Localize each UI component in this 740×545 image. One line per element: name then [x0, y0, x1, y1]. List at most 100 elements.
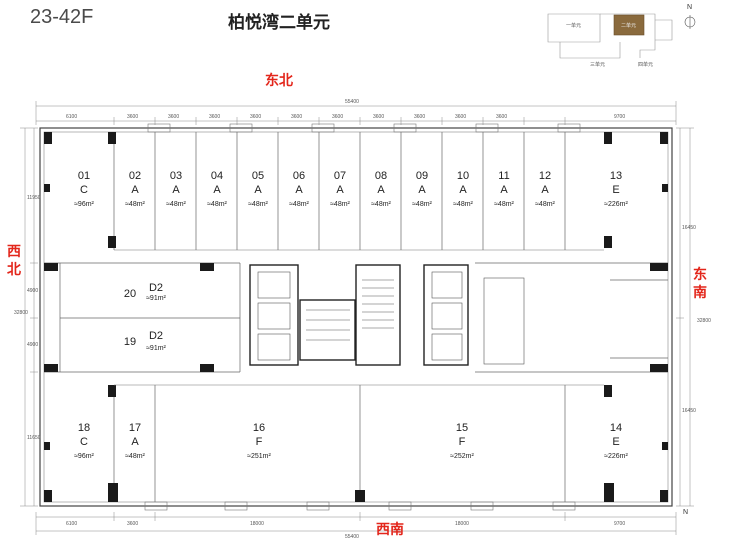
unit-area: ≈48m²	[207, 201, 227, 208]
unit-type: A	[459, 184, 467, 196]
key-plan	[547, 13, 673, 59]
top-total-dimension: 55400	[345, 99, 359, 105]
unit-area: ≈91m²	[146, 295, 166, 302]
top-dimension: 3600	[209, 114, 221, 120]
unit-area: ≈48m²	[125, 453, 145, 460]
bottom-dimension: 3600	[127, 521, 139, 527]
unit-number: 01	[77, 170, 91, 182]
left-total-dimension: 32800	[14, 310, 28, 316]
unit-area: ≈251m²	[247, 453, 271, 460]
direction-right: 东南	[693, 267, 707, 301]
unit-number: 15	[455, 422, 469, 434]
building-core	[249, 264, 469, 366]
right-dimension: 16450	[682, 408, 696, 414]
unit-type: E	[612, 436, 620, 448]
key-plan-unit2: 二单元	[621, 23, 637, 29]
unit-number: 03	[169, 170, 183, 182]
top-dimension: 3600	[496, 114, 508, 120]
left-dimension: 4900	[27, 342, 39, 348]
left-dimension: 11650	[27, 435, 41, 441]
unit-type: D2	[148, 330, 164, 342]
unit-number: 14	[609, 422, 623, 434]
unit-area: ≈91m²	[146, 345, 166, 352]
north-arrow	[684, 15, 696, 29]
unit-type: A	[131, 184, 139, 196]
unit-area: ≈252m²	[450, 453, 474, 460]
bottom-north-label: N	[683, 509, 689, 516]
building-title: 柏悦湾二单元	[228, 13, 330, 33]
top-dimension: 3600	[373, 114, 385, 120]
unit-type: A	[377, 184, 385, 196]
unit-area: ≈48m²	[248, 201, 268, 208]
bottom-row-partitions	[113, 385, 566, 502]
structural-columns	[44, 132, 668, 502]
core-details	[257, 271, 525, 365]
left-dimension: 4900	[27, 288, 39, 294]
top-row-partitions	[44, 132, 668, 373]
unit-type: A	[213, 184, 221, 196]
unit-type: A	[418, 184, 426, 196]
unit-number: 08	[374, 170, 388, 182]
right-total-dimension: 32800	[697, 318, 711, 324]
unit-area: ≈48m²	[453, 201, 473, 208]
unit-type: C	[80, 436, 88, 448]
top-dimension: 3600	[455, 114, 467, 120]
unit-number: 06	[292, 170, 306, 182]
side-dimension-lines	[20, 127, 694, 507]
bottom-dimension: 18000	[250, 521, 264, 527]
bay-windows	[144, 123, 581, 511]
top-dimension-lines	[35, 101, 677, 125]
unit-type: F	[255, 436, 263, 448]
unit-area: ≈48m²	[125, 201, 145, 208]
unit-number: 13	[609, 170, 623, 182]
top-dimension: 6100	[66, 114, 78, 120]
unit-type: A	[500, 184, 508, 196]
unit-type: A	[172, 184, 180, 196]
floor-range-label: 23-42F	[30, 6, 94, 28]
unit-type: E	[612, 184, 620, 196]
unit-number: 07	[333, 170, 347, 182]
unit-area: ≈48m²	[330, 201, 350, 208]
unit-type: D2	[148, 282, 164, 294]
top-dimension: 3600	[168, 114, 180, 120]
unit-area: ≈226m²	[604, 201, 628, 208]
unit-type: A	[131, 436, 139, 448]
unit-number: 17	[128, 422, 142, 434]
unit-number: 18	[77, 422, 91, 434]
unit-area: ≈96m²	[74, 453, 94, 460]
bottom-dimension-lines	[35, 512, 677, 535]
unit-area: ≈48m²	[289, 201, 309, 208]
top-dimension: 3600	[332, 114, 344, 120]
unit-area: ≈226m²	[604, 453, 628, 460]
unit-area: ≈48m²	[535, 201, 555, 208]
unit-area: ≈96m²	[74, 201, 94, 208]
top-dimension: 3600	[291, 114, 303, 120]
bottom-dimension: 9700	[614, 521, 626, 527]
top-dimension: 9700	[614, 114, 626, 120]
key-plan-unit1: 一单元	[566, 23, 582, 29]
unit-number: 19	[123, 336, 137, 348]
direction-left: 西北	[7, 244, 21, 278]
bottom-dimension: 18000	[455, 521, 469, 527]
unit-area: ≈48m²	[166, 201, 186, 208]
unit-type: A	[336, 184, 344, 196]
left-dimension: 11950	[27, 195, 41, 201]
key-plan-unit3: 三单元	[590, 62, 606, 68]
key-plan-unit4: 四单元	[638, 62, 654, 68]
unit-number: 12	[538, 170, 552, 182]
right-dimension: 16450	[682, 225, 696, 231]
top-dimension: 3600	[414, 114, 426, 120]
unit-number: 11	[498, 170, 510, 182]
direction-top: 东北	[265, 73, 293, 89]
unit-area: ≈48m²	[371, 201, 391, 208]
unit-type: F	[458, 436, 466, 448]
key-plan-north: N	[687, 4, 693, 11]
unit-number: 05	[251, 170, 265, 182]
unit-number: 10	[456, 170, 470, 182]
direction-bottom: 西南	[376, 522, 404, 538]
unit-number: 02	[128, 170, 142, 182]
unit-type: A	[295, 184, 303, 196]
unit-area: ≈48m²	[412, 201, 432, 208]
